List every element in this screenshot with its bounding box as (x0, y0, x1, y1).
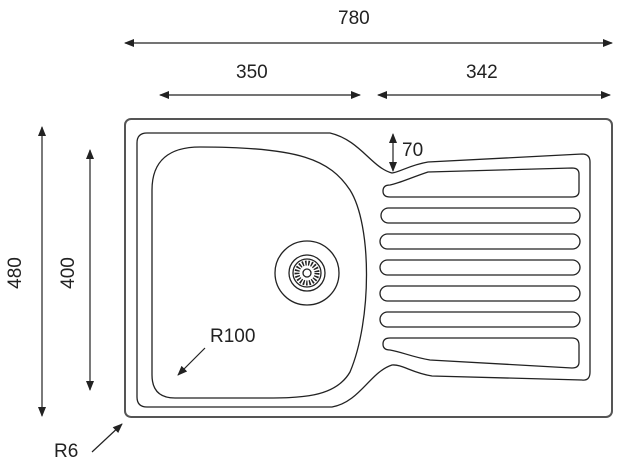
leader-corner-radius (91, 423, 123, 453)
sink-frame (124, 118, 613, 418)
drainer-slot (379, 311, 581, 328)
drainer-slot (379, 259, 581, 276)
overall-width-label: 780 (338, 8, 370, 29)
leader-bowl-radius (177, 347, 206, 376)
bowl-radius-label: R100 (210, 326, 256, 347)
overall-depth-label: 480 (4, 257, 26, 289)
drainer-slot (382, 167, 580, 198)
drainer-slot (380, 207, 581, 224)
sink-inner-outline (136, 132, 591, 408)
bowl-width-label: 350 (236, 62, 268, 83)
edge-gap-label: 70 (402, 140, 424, 161)
bowl (151, 146, 368, 399)
drainer-slot (379, 285, 581, 302)
drainer-slot (382, 337, 580, 369)
drain (274, 240, 340, 306)
drainer-slot (379, 233, 581, 250)
bowl-depth-label: 400 (57, 257, 79, 289)
drainer-width-label: 342 (466, 62, 498, 83)
corner-radius-label: R6 (54, 441, 79, 462)
